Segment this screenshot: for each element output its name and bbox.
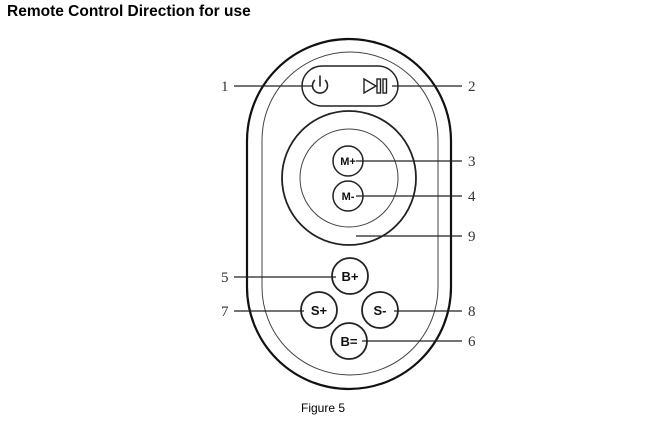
- s-minus-label: S-: [374, 303, 387, 318]
- b-equal-button[interactable]: B=: [330, 322, 368, 360]
- callout-number-4: 4: [468, 189, 476, 205]
- figure-caption: Figure 5: [300, 401, 346, 415]
- touch-wheel-inner-ring: [299, 128, 399, 228]
- callout-number-6: 6: [468, 334, 476, 350]
- callout-number-3: 3: [468, 154, 476, 170]
- m-plus-label: M+: [340, 156, 356, 168]
- s-plus-label: S+: [311, 303, 328, 318]
- callout-number-5: 5: [221, 270, 229, 286]
- b-equal-label: B=: [341, 334, 358, 349]
- callout-lines: [234, 85, 462, 342]
- s-minus-button[interactable]: S-: [361, 291, 399, 329]
- m-plus-button[interactable]: M+: [332, 145, 364, 177]
- m-minus-label: M-: [342, 191, 355, 203]
- touch-wheel-outer-ring: [281, 110, 417, 246]
- power-button[interactable]: [311, 75, 329, 94]
- callout-number-9: 9: [468, 229, 476, 245]
- b-plus-button[interactable]: B+: [331, 257, 369, 295]
- callout-number-7: 7: [221, 304, 229, 320]
- s-plus-button[interactable]: S+: [300, 291, 338, 329]
- play-pause-icon: [363, 77, 388, 95]
- remote-body-inner: [261, 51, 439, 376]
- play-pause-button[interactable]: [363, 77, 388, 95]
- callout-number-2: 2: [468, 79, 476, 95]
- page-title: Remote Control Direction for use: [7, 3, 251, 20]
- power-icon: [311, 75, 329, 94]
- remote-body-outer: [245, 37, 453, 391]
- callout-number-8: 8: [468, 304, 476, 320]
- b-plus-label: B+: [342, 269, 359, 284]
- callout-number-1: 1: [221, 79, 229, 95]
